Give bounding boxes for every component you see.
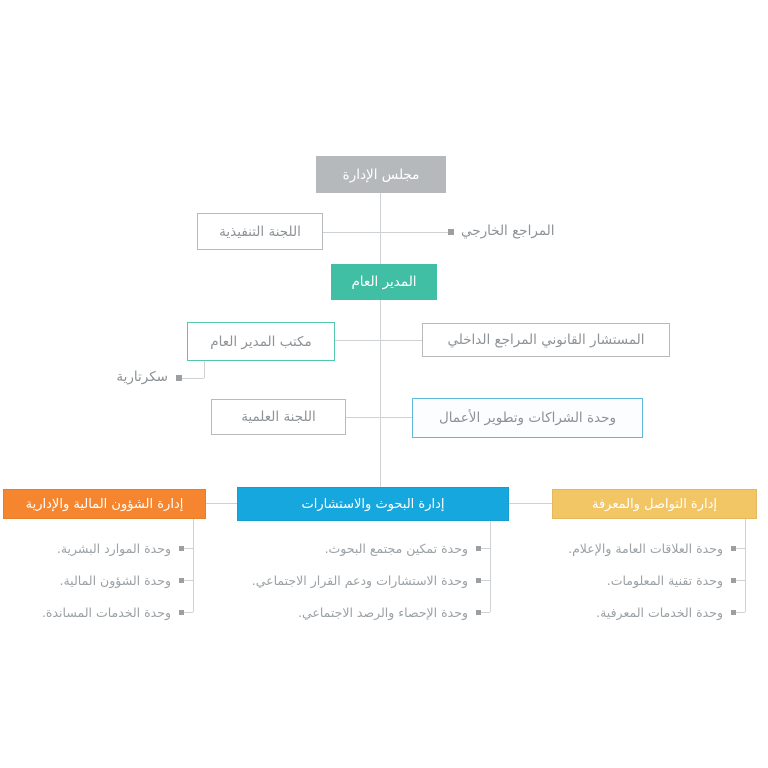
executive-committee-box: اللجنة التنفيذية [197, 213, 323, 250]
unit-label: وحدة الموارد البشرية. [56, 540, 171, 556]
external-auditor-bullet-icon [448, 229, 454, 235]
unit-label: وحدة تقنية المعلومات. [606, 572, 723, 588]
finance-units-list: وحدة الموارد البشرية. وحدة الشؤون المالي… [42, 532, 193, 628]
communication-dept-stem [745, 519, 746, 612]
external-auditor-label: المراجع الخارجي [461, 223, 555, 239]
secretariat-connector-horizontal [182, 378, 204, 379]
gm-office-row-connector [335, 340, 422, 341]
bullet-square-icon [731, 545, 736, 551]
partnerships-business-dev-box: وحدة الشراكات وتطوير الأعمال [412, 398, 643, 438]
unit-row: وحدة العلاقات العامة والإعلام. [568, 532, 745, 564]
unit-row: وحدة الخدمات المساندة. [42, 596, 193, 628]
bullet-square-icon [179, 609, 184, 615]
connector-stub [736, 547, 745, 549]
unit-row: وحدة الموارد البشرية. [42, 532, 193, 564]
dept-header-finance-admin: إدارة الشؤون المالية والإدارية [3, 489, 206, 519]
unit-row: وحدة الإحصاء والرصد الاجتماعي. [252, 596, 490, 628]
unit-label: وحدة الخدمات المعرفية. [596, 604, 723, 620]
unit-label: وحدة تمكين مجتمع البحوث. [324, 540, 468, 556]
bullet-square-icon [179, 577, 184, 583]
unit-label: وحدة العلاقات العامة والإعلام. [568, 540, 723, 556]
connector-stub [481, 611, 490, 613]
unit-label: وحدة الاستشارات ودعم القرار الاجتماعي. [251, 572, 468, 588]
scientific-row-connector [346, 417, 413, 418]
connector-stub [481, 547, 490, 549]
dept-header-research-consulting: إدارة البحوث والاستشارات [237, 487, 509, 521]
communication-units-list: وحدة العلاقات العامة والإعلام. وحدة تقني… [568, 532, 745, 628]
dept-header-communication-knowledge: إدارة التواصل والمعرفة [552, 489, 757, 519]
gm-office-box: مكتب المدير العام [187, 322, 335, 361]
connector-stub [736, 579, 745, 581]
bullet-square-icon [476, 609, 481, 615]
finance-dept-stem [193, 519, 194, 612]
research-dept-stem [490, 521, 491, 612]
connector-stub [736, 611, 745, 613]
dept-connector-right [509, 503, 552, 504]
secretariat-bullet-icon [176, 375, 182, 381]
unit-label: وحدة الشؤون المالية. [59, 572, 172, 588]
connector-stub [184, 579, 193, 581]
executive-row-connector [323, 232, 448, 233]
connector-stub [184, 547, 193, 549]
legal-advisor-internal-auditor-box: المستشار القانوني المراجع الداخلي [422, 323, 670, 357]
unit-row: وحدة الاستشارات ودعم القرار الاجتماعي. [252, 564, 490, 596]
unit-row: وحدة تمكين مجتمع البحوث. [252, 532, 490, 564]
dept-connector-left [206, 503, 237, 504]
bullet-square-icon [731, 609, 736, 615]
unit-row: وحدة تقنية المعلومات. [568, 564, 745, 596]
research-units-list: وحدة تمكين مجتمع البحوث. وحدة الاستشارات… [252, 532, 490, 628]
general-manager-box: المدير العام [331, 264, 437, 300]
connector-stub [481, 579, 490, 581]
unit-label: وحدة الإحصاء والرصد الاجتماعي. [297, 604, 468, 620]
unit-row: وحدة الشؤون المالية. [42, 564, 193, 596]
secretariat-connector-vertical [204, 361, 205, 378]
bullet-square-icon [476, 545, 481, 551]
unit-label: وحدة الخدمات المساندة. [41, 604, 171, 620]
bullet-square-icon [179, 545, 184, 551]
connector-stub [184, 611, 193, 613]
board-of-directors-box: مجلس الإدارة [316, 156, 446, 193]
secretariat-label: سكرتارية [116, 369, 168, 385]
bullet-square-icon [476, 577, 481, 583]
unit-row: وحدة الخدمات المعرفية. [568, 596, 745, 628]
scientific-committee-box: اللجنة العلمية [211, 399, 346, 435]
bullet-square-icon [731, 577, 736, 583]
